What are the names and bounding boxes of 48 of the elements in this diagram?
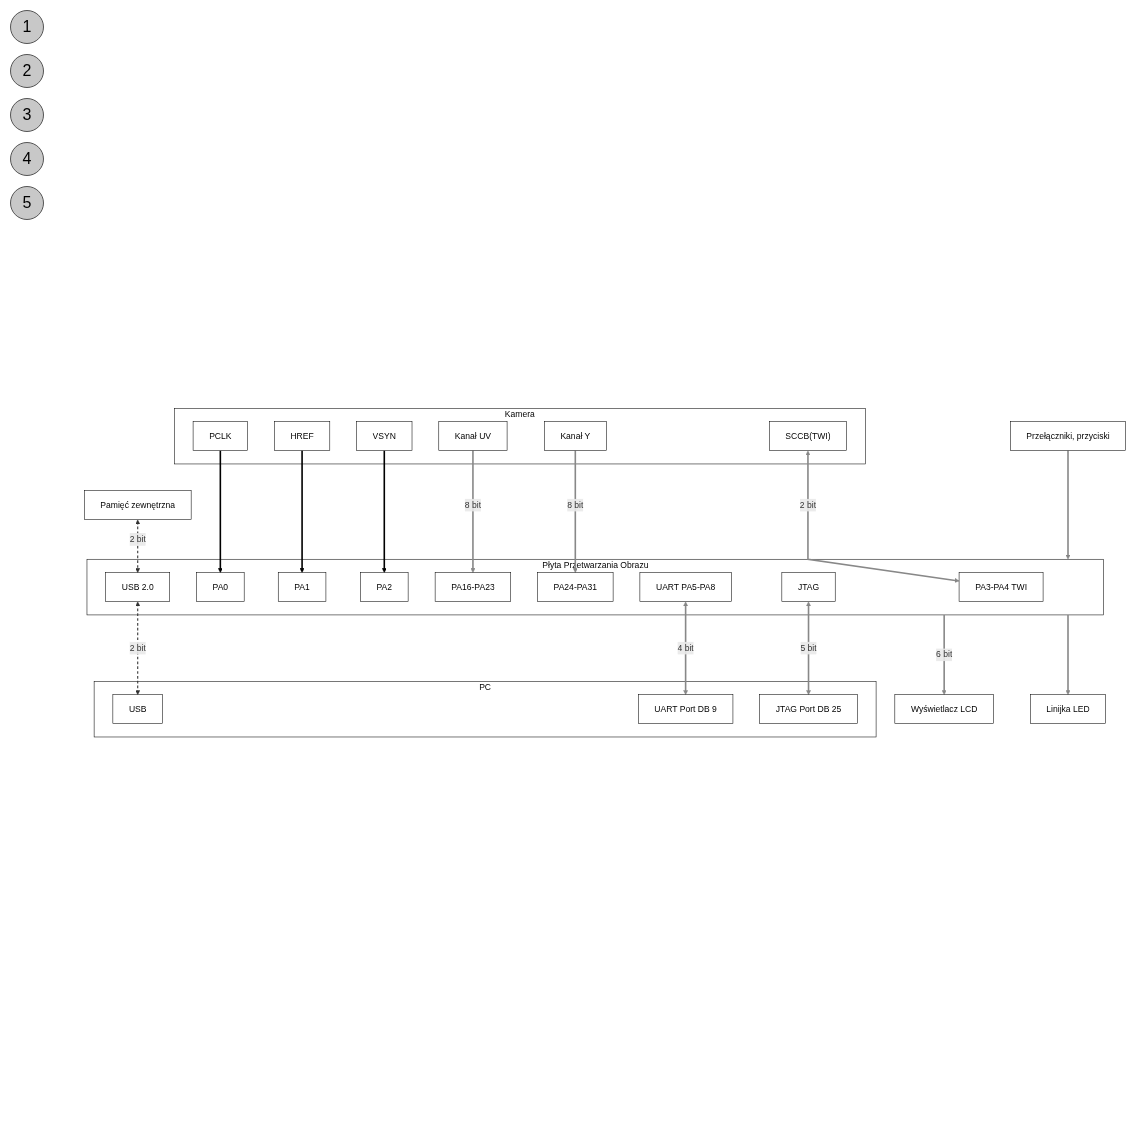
node-box: PA2	[360, 572, 409, 603]
node-box: PA0	[196, 572, 245, 603]
node-box: USB	[112, 694, 163, 725]
edge-label: 2 bit	[799, 500, 817, 510]
callout-number: 5	[10, 186, 44, 220]
arrow	[683, 601, 688, 696]
node-box: Wyświetlacz LCD	[894, 694, 994, 725]
node-box: Kanał UV	[438, 421, 508, 452]
arrow	[299, 450, 305, 574]
node-box: Kanał Y	[544, 421, 607, 452]
callout-number: 3	[10, 98, 44, 132]
arrow	[941, 614, 947, 696]
arrow	[135, 601, 141, 696]
node-box: SCCB(TWI)	[769, 421, 847, 452]
edge-label: 2 bit	[129, 643, 146, 653]
node-box: Pamięć zewnętrzna	[84, 490, 192, 521]
node-box: HREF	[274, 421, 331, 452]
callout-number: 1	[10, 10, 44, 44]
node-box: Linijka LED	[1030, 694, 1106, 725]
node-box: PCLK	[192, 421, 248, 452]
arrow	[806, 601, 811, 696]
node-box: UART PA5-PA8	[639, 572, 732, 603]
callout-number: 4	[10, 142, 44, 176]
callout-number: 2	[10, 54, 44, 88]
arrow	[470, 450, 476, 574]
arrow	[805, 450, 960, 584]
arrow	[1065, 614, 1071, 696]
node-box: JTAG Port DB 25	[759, 694, 858, 725]
edge-label: 8 bit	[464, 500, 482, 510]
node-box: USB 2.0	[105, 572, 170, 603]
arrow	[1065, 450, 1071, 560]
arrow	[381, 450, 387, 574]
edge-label: 5 bit	[800, 643, 817, 653]
edge-label: 8 bit	[567, 500, 584, 510]
edge-label: 2 bit	[129, 534, 146, 545]
node-box: PA24-PA31	[537, 572, 614, 603]
node-box: VSYN	[356, 421, 413, 452]
edge-label: 6 bit	[936, 650, 953, 660]
arrow	[135, 520, 141, 574]
node-box: PA1	[277, 572, 327, 603]
node-box: PA3-PA4 TWI	[958, 572, 1044, 603]
arrow	[572, 450, 578, 574]
node-box: Przełączniki, przyciski	[1010, 421, 1126, 452]
node-box: PA16-PA23	[434, 572, 511, 603]
arrow	[218, 450, 223, 574]
edge-label: 4 bit	[677, 643, 694, 653]
node-box: UART Port DB 9	[638, 694, 734, 725]
node-box: JTAG	[781, 572, 836, 603]
